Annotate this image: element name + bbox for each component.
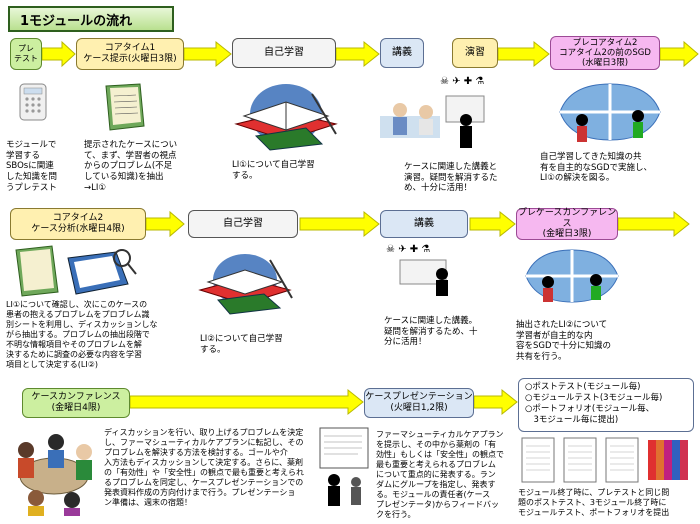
arrow-selfstudy2-to-lecture2 — [299, 210, 380, 238]
puzzle-people-icon-2 — [525, 249, 619, 303]
notebook-icon — [105, 83, 145, 131]
svg-text:☠ ✈ ✚ ⚗: ☠ ✈ ✚ ⚗ — [386, 244, 430, 255]
svg-text:☠ ✈ ✚ ⚗: ☠ ✈ ✚ ⚗ — [440, 76, 484, 87]
selfstudy2-text: LI②について自己学習 する。 — [200, 334, 283, 355]
books-icon-2 — [198, 254, 293, 315]
final-text: モジュール終了時に、プレテストと同じ問 題のポストテスト、3モジュール終了時に … — [518, 488, 670, 517]
arrow-pretest-to-coretime1 — [41, 40, 76, 68]
pretest-text: モジュールで 学習する SBOsに関連 した知識を問 うプレテスト — [6, 140, 58, 193]
arrow-coretime1-to-selfstudy1 — [183, 40, 232, 68]
presentation-icon — [319, 427, 369, 506]
precore2-box: プレコアタイム2 コアタイム2の前のSGD (水曜日3限) — [550, 36, 660, 70]
lecture2-text: ケースに関連した講義。 疑問を解消するため、十 分に活用！ — [384, 316, 478, 348]
lecture1-text: ケースに関連した講義と 演習。疑問を解消するた め、十分に活用！ — [404, 162, 498, 194]
casecon-text: ディスカッションを行い、取り上げるプロブレムを決定 し、ファーマシューティカルケ… — [104, 428, 304, 507]
pretest-box: プレ テスト — [10, 38, 42, 70]
exercise-box: 演習 — [452, 38, 498, 68]
arrow-precase-to-next — [617, 210, 690, 238]
evaluation-checklist: ○ポストテスト(モジュール毎) ○モジュールテスト(3モジュール毎) ○ポートフ… — [518, 378, 694, 432]
checklist-item: ○ポストテスト(モジュール毎) — [525, 382, 641, 392]
coretime1-box: コアタイム1 ケース提示(火曜日3限) — [76, 38, 184, 70]
arrow-lecture2-to-precase — [469, 210, 516, 238]
selfstudy2-box: 自己学習 — [188, 210, 298, 238]
arrow-casepres-to-checklist — [473, 388, 518, 416]
page-title: 1モジュールの流れ — [8, 6, 174, 32]
test-sheets-icon — [521, 437, 688, 483]
arrow-exercise-to-precore2 — [497, 40, 550, 68]
lecture-icon-2: ☠ ✈ ✚ ⚗ — [386, 244, 448, 296]
arrow-selfstudy1-to-lecture1 — [335, 40, 380, 68]
selfstudy1-box: 自己学習 — [232, 38, 336, 68]
checklist-item: ○ポートフォリオ(モジュール毎、 — [525, 404, 655, 415]
lecture-icons-row: ☠ ✈ ✚ ⚗ — [440, 76, 484, 87]
casecon-box: ケースカンファレンス (金曜日4限) — [22, 388, 130, 418]
precore2-text: 自己学習してきた知識の共 有を自主的なSGDで実施し、 LI①の解決を図る。 — [540, 152, 653, 184]
arrow-casecon-to-casepres — [129, 388, 364, 416]
documents-icon — [15, 245, 137, 297]
puzzle-people-icon — [559, 83, 661, 142]
lecture1-box: 講義 — [380, 38, 424, 68]
casepres-text: ファーマシューティカルケアプラン を提示し、その中から薬剤の「有 効性」もしくは… — [376, 430, 504, 519]
coretime2-box: コアタイム2 ケース分析(水曜日4限) — [10, 208, 146, 240]
books-icon — [234, 84, 338, 151]
coretime2-text: LI①について確認し、次にこのケースの 患者の抱えるプロブレムをプロブレム識 別… — [6, 300, 158, 369]
precase-box: プレケースカンファレンス (金曜日3限) — [516, 207, 618, 240]
precase-text: 抽出されたLI②について 学習者が自主的な内 容をSGDで十分に知識の 共有を行… — [516, 320, 612, 362]
discussion-group-icon — [18, 434, 92, 516]
lecture2-box: 講義 — [380, 210, 468, 238]
arrow-precore2-to-next — [659, 40, 699, 68]
calculator-icon — [19, 83, 47, 121]
checklist-item: 3モジュール毎に提出) — [525, 415, 619, 426]
selfstudy1-text: LI①について自己学習 する。 — [232, 160, 315, 181]
checklist-item: ○モジュールテスト(3モジュール毎) — [525, 393, 663, 404]
coretime1-text: 提示されたケースについ て、まず、学習者の視点 からのプロブレム(不足 している… — [84, 140, 178, 193]
casepres-box: ケースプレゼンテーション (火曜日1,2限) — [364, 388, 474, 418]
arrow-coretime2-to-selfstudy2 — [145, 210, 185, 238]
lecture-scene-icon: ☠ ✈ ✚ ⚗ — [380, 76, 485, 148]
